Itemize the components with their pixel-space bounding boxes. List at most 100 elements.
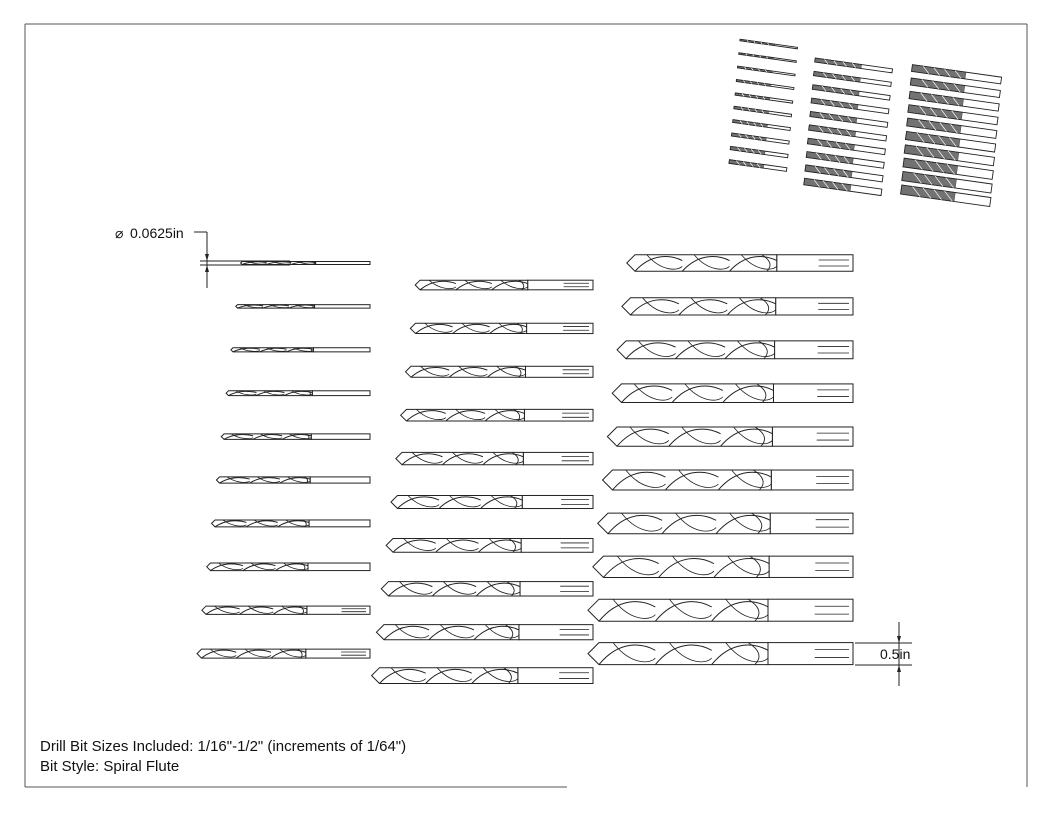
- bit-shank: [525, 365, 594, 378]
- bit-flute-line: [262, 304, 289, 309]
- bit-shank: [308, 519, 371, 528]
- drill-bit: [385, 538, 594, 553]
- bit-flute-line: [500, 279, 528, 289]
- iso-bit: [812, 70, 892, 87]
- bit-flute-line: [687, 340, 726, 357]
- bit-flute-line: [266, 347, 287, 352]
- bit-flute-line: [715, 514, 771, 535]
- drill-bit: [380, 581, 594, 597]
- bit-flute-line: [235, 390, 257, 396]
- drill-bit: [596, 512, 854, 535]
- drill-bit: [230, 347, 371, 353]
- drill-bit: [409, 322, 594, 335]
- iso-bit: [739, 38, 799, 50]
- bit-flute-line: [725, 642, 769, 663]
- bit-flute-line: [248, 261, 267, 265]
- bit-flute-line: [612, 471, 666, 491]
- iso-bit: [900, 184, 992, 207]
- drill-bit: [239, 261, 371, 265]
- bit-flute-line: [455, 280, 492, 291]
- bit-flute-line: [285, 519, 310, 527]
- bit-flute-line: [484, 624, 520, 639]
- bit-flute-line: [458, 366, 488, 377]
- bit-flute-line: [669, 598, 712, 619]
- bit-flute-line: [731, 469, 772, 488]
- bit-shank: [309, 476, 371, 484]
- drill-bit: [414, 279, 594, 291]
- bit-flute-runout: [300, 562, 306, 571]
- bit-flute-line: [672, 555, 715, 576]
- bit-flute-line: [638, 340, 676, 357]
- drill-bit: [215, 476, 371, 484]
- bit-flute-line: [295, 304, 315, 309]
- bit-shank: [307, 562, 371, 572]
- bit-flute-line: [455, 409, 486, 420]
- iso-bit: [735, 79, 795, 91]
- bit-flute-line: [279, 648, 307, 658]
- bit-flute-line: [256, 390, 285, 397]
- iso-bit: [728, 159, 788, 172]
- bit-flute-line: [420, 366, 450, 377]
- bit-flute-line: [239, 606, 274, 615]
- bit-flute-line: [478, 539, 522, 553]
- bit-flute-line: [713, 558, 770, 578]
- iso-bit: [804, 164, 884, 183]
- bit-flute-line: [232, 347, 260, 353]
- bit-flute-line: [491, 280, 528, 291]
- bit-flute-line: [616, 428, 670, 447]
- bit-flute-line: [621, 512, 663, 532]
- bit-flute-line: [741, 254, 778, 270]
- bit-flute-line: [675, 342, 726, 360]
- bit-shank: [518, 624, 594, 641]
- bit-shank: [772, 383, 854, 403]
- bit-flute-line: [247, 605, 274, 614]
- diameter-dimension: [194, 231, 290, 288]
- bit-flute-line: [270, 649, 306, 659]
- bit-flute-line: [272, 261, 292, 265]
- diameter-dimension-label: 0.0625in: [130, 225, 184, 241]
- iso-bit: [903, 144, 996, 167]
- bit-flute-line: [214, 605, 240, 614]
- bit-flute-line: [658, 558, 715, 578]
- bit-shank: [523, 408, 594, 422]
- bit-flute-line: [722, 385, 774, 403]
- bit-flute-line: [438, 496, 481, 509]
- bit-flute-line: [269, 304, 290, 309]
- bit-flute-line: [250, 562, 276, 571]
- bit-shank: [305, 648, 371, 659]
- bit-flute-line: [681, 426, 721, 445]
- bit-flute-line: [277, 520, 310, 528]
- bit-shank: [311, 390, 371, 397]
- bit-flute-line: [219, 477, 250, 484]
- drill-bit: [370, 667, 594, 685]
- bit-flute-line: [231, 433, 254, 440]
- bit-flute-line: [684, 383, 724, 401]
- bit-flute-line: [424, 322, 453, 333]
- bit-flute-line: [482, 453, 524, 466]
- bit-flute-line: [735, 383, 774, 401]
- bit-flute-runout: [511, 452, 519, 466]
- bit-flute-runout: [506, 581, 515, 597]
- bit-flute-line: [431, 582, 477, 597]
- bit-flute-line: [205, 606, 240, 615]
- bit-flute-runout: [754, 426, 765, 447]
- length-dimension: [855, 622, 912, 686]
- bit-flute-line: [243, 304, 264, 309]
- drill-bit: [587, 598, 854, 622]
- bit-shank: [314, 304, 371, 309]
- bit-flute-line: [201, 649, 237, 659]
- bit-flute-line: [379, 668, 426, 684]
- bit-flute-line: [223, 433, 254, 440]
- drill-bit: [587, 642, 854, 666]
- drill-bit: [606, 426, 854, 447]
- bit-flute-line: [654, 644, 712, 665]
- drill-bit: [616, 340, 854, 360]
- bit-flute-line: [668, 428, 721, 447]
- bit-flute-line: [720, 428, 773, 447]
- bit-flute-line: [246, 520, 278, 528]
- drill-bit: [235, 304, 371, 309]
- iso-bit: [909, 77, 1001, 99]
- bit-flute-line: [448, 367, 488, 378]
- drill-bit: [404, 365, 594, 378]
